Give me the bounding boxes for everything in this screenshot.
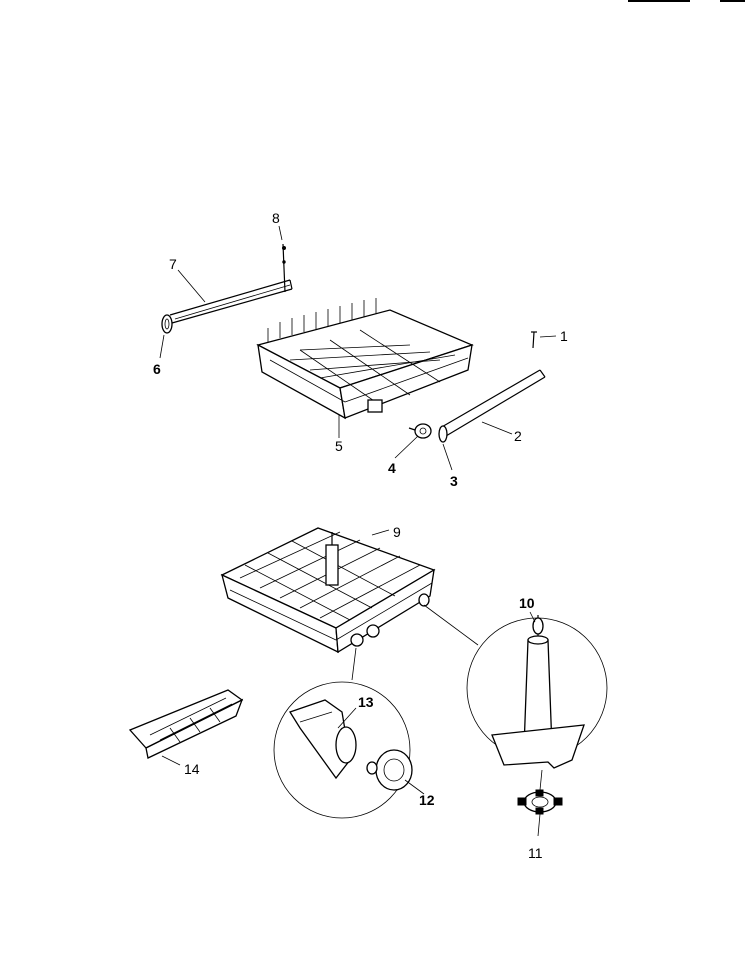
callout-leaders	[159, 225, 557, 837]
callout-6: 6	[153, 361, 161, 377]
callout-8: 8	[272, 210, 280, 226]
callout-2: 2	[514, 428, 522, 444]
part-3-end-cap	[438, 425, 448, 443]
part-4-roller	[408, 423, 432, 439]
leader-to-wash-arm-detail	[423, 604, 479, 646]
callout-5: 5	[335, 438, 343, 454]
part-8-clip	[282, 243, 286, 293]
wash-arm-detail-circle	[466, 615, 608, 791]
part-2-track-rail	[439, 369, 546, 437]
leader-to-wheel-detail	[351, 647, 357, 681]
part-13-wheel-bracket	[289, 699, 357, 780]
callout-1: 1	[560, 328, 568, 344]
callout-7: 7	[169, 256, 177, 272]
callout-14: 14	[184, 761, 200, 777]
part-6-end-cap	[161, 314, 173, 334]
part-1-screw	[531, 331, 537, 349]
part-10-wash-arm-support	[491, 615, 585, 769]
callout-11: 11	[528, 845, 543, 861]
callout-10: 10	[519, 595, 535, 611]
callout-9: 9	[393, 524, 401, 540]
part-12-wheel	[366, 749, 413, 791]
callout-4: 4	[388, 460, 396, 476]
callout-12: 12	[419, 792, 435, 808]
part-7-track-rail	[169, 279, 293, 324]
callout-13: 13	[358, 694, 374, 710]
part-14-silverware-basket	[128, 689, 244, 759]
part-5-upper-rack	[256, 298, 474, 420]
part-9-lower-rack	[220, 527, 436, 654]
part-11-nut	[517, 789, 563, 815]
callout-3: 3	[450, 473, 458, 489]
wheel-detail-circle	[273, 681, 413, 819]
